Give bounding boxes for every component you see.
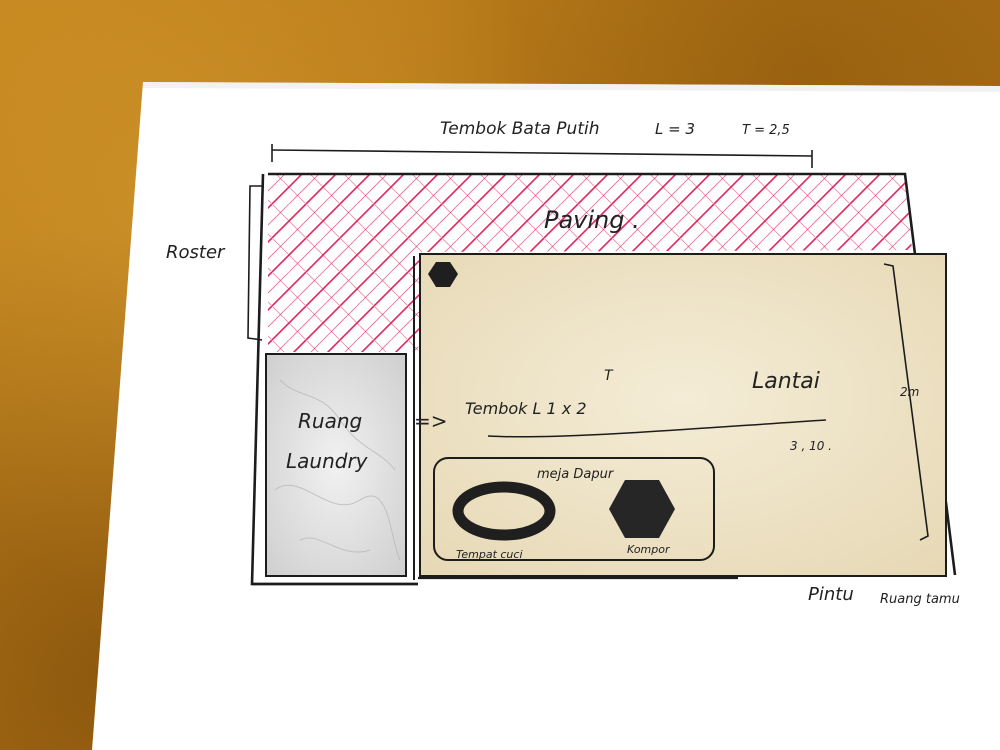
- stove: [609, 480, 675, 538]
- height-label: 2m: [900, 385, 919, 399]
- column-hexagon: [428, 262, 458, 287]
- roster-label: Roster: [166, 242, 226, 263]
- paving-label: Paving .: [544, 206, 640, 234]
- paving-area-cross: [268, 175, 912, 352]
- sink: [452, 481, 556, 541]
- door-label-1: Pintu: [808, 584, 854, 605]
- stove-label: Kompor: [627, 543, 671, 556]
- roster-bracket: [247, 185, 264, 341]
- wall-note: Tembok L 1 x 2: [465, 399, 587, 418]
- laundry-room: [265, 353, 407, 577]
- sink-label: Tempat cuci: [456, 548, 523, 561]
- wall-note-T: T: [604, 368, 614, 384]
- laundry-marble-veins: [274, 379, 401, 561]
- height-bracket: [883, 263, 929, 541]
- kitchen-counter: [433, 457, 715, 561]
- door-label-2: Ruang tamu: [880, 592, 960, 607]
- floor-size: 3 , 10 .: [790, 439, 832, 453]
- counter-label: meja Dapur: [537, 467, 615, 482]
- title-length: L = 3: [655, 120, 695, 138]
- wall-note-underline: [487, 419, 827, 438]
- title-text: Tembok Bata Putih: [440, 119, 600, 139]
- laundry-label-1: Ruang: [298, 409, 362, 433]
- paper-shadow: [143, 82, 1000, 92]
- laundry-label-2: Laundry: [286, 449, 369, 473]
- top-dimension: [271, 144, 813, 168]
- arrow-symbol: =>: [414, 409, 448, 433]
- kitchen-floor: [419, 253, 947, 577]
- title-height: T = 2,5: [742, 123, 790, 138]
- floor-label: Lantai: [752, 369, 820, 394]
